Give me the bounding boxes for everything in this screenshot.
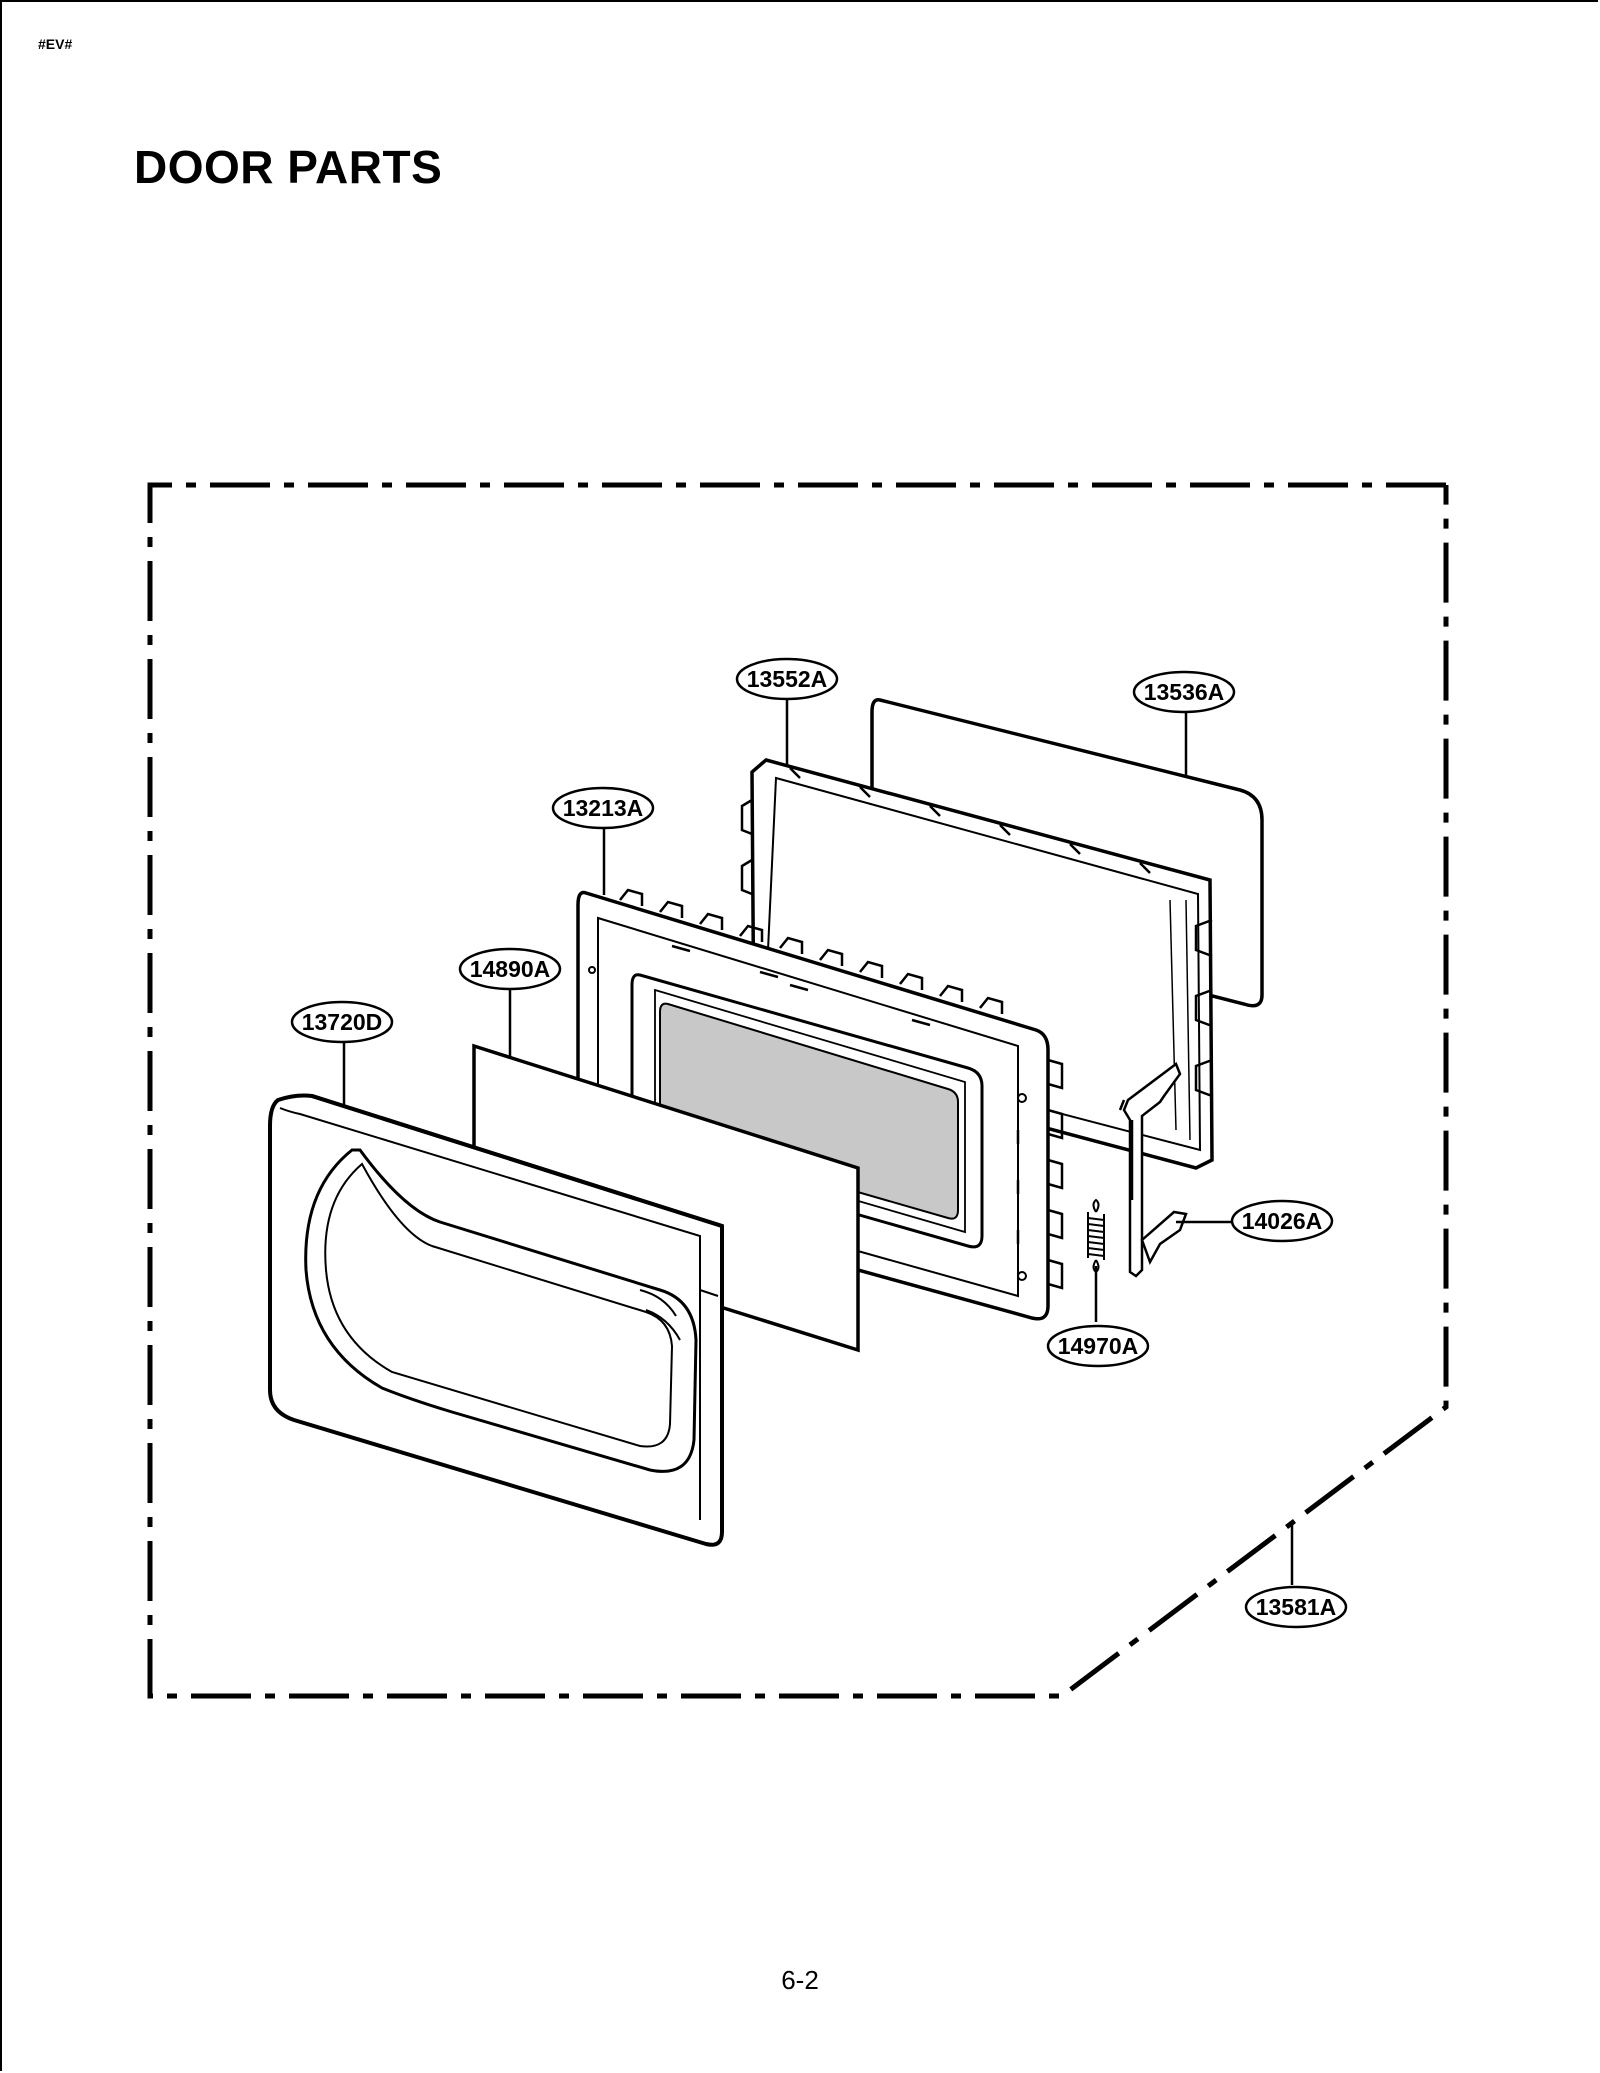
callout-label: 13552A [747,666,828,692]
callout-14890A: 14890A [458,947,562,991]
document-code: #EV# [38,36,73,52]
page-title: DOOR PARTS [134,141,443,193]
callout-14970A: 14970A [1046,1324,1150,1368]
leader-lines [342,699,1294,1585]
assembly-boundary [147,482,1449,1699]
callout-14026A: 14026A [1230,1199,1334,1243]
callout-13536A: 13536A [1132,670,1236,714]
callout-label: 13720D [302,1009,383,1035]
callout-label: 14890A [470,956,551,982]
callout-label: 13581A [1256,1594,1337,1620]
callout-label: 14026A [1242,1208,1323,1234]
callout-label: 13213A [563,795,644,821]
callout-label: 13536A [1144,679,1225,705]
callout-13213A: 13213A [551,786,655,830]
callout-13552A: 13552A [735,657,839,701]
page-number: 6-2 [781,1965,819,1995]
callout-13720D: 13720D [290,1000,394,1044]
part-latch-hook [1118,1062,1188,1278]
callout-label: 14970A [1058,1333,1139,1359]
part-latch-spring [1087,1198,1105,1274]
callout-13581A: 13581A [1244,1585,1348,1629]
part-front-cover [268,1093,724,1547]
